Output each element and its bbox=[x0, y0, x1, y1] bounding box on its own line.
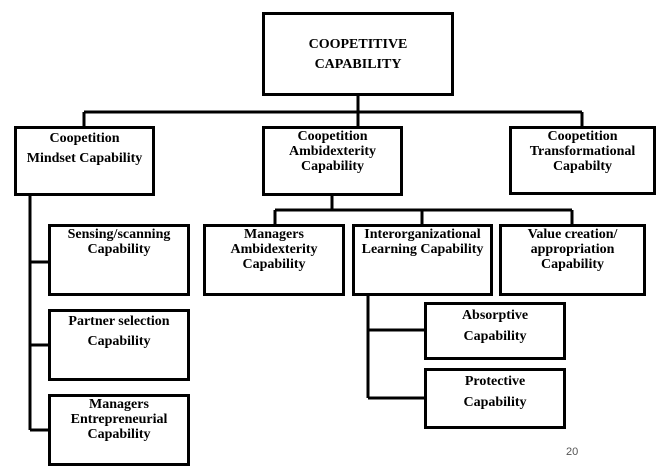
mindset-capability-label: Coopetition Mindset Capability bbox=[26, 131, 143, 166]
ambidexterity-capability-node: Coopetition Ambidexterity Capability bbox=[262, 126, 403, 196]
ambidexterity-capability-label: Coopetition Ambidexterity Capability bbox=[288, 129, 377, 174]
value-creation-label: Value creation/ appropriation Capability bbox=[527, 227, 618, 272]
partner-selection-label: Partner selection Capability bbox=[68, 314, 170, 349]
page-number: 20 bbox=[566, 446, 579, 458]
value-creation-node: Value creation/ appropriation Capability bbox=[499, 224, 646, 296]
managers-entrepreneurial-node: Managers Entrepreneurial Capability bbox=[48, 394, 190, 466]
protective-capability-label: Protective Capability bbox=[463, 374, 527, 410]
managers-ambidexterity-node: Managers Ambidexterity Capability bbox=[203, 224, 345, 296]
sensing-scanning-node: Sensing/scanning Capability bbox=[48, 224, 190, 296]
root-node: COOPETITIVE CAPABILITY bbox=[262, 12, 454, 96]
partner-selection-node: Partner selection Capability bbox=[48, 309, 190, 381]
transformational-capability-node: Coopetition Transformational Capabilty bbox=[509, 126, 656, 195]
interorganizational-learning-label: Interorganizational Learning Capability bbox=[361, 227, 484, 257]
managers-ambidexterity-label: Managers Ambidexterity Capability bbox=[230, 227, 318, 272]
absorptive-capability-node: Absorptive Capability bbox=[424, 302, 566, 360]
transformational-capability-label: Coopetition Transformational Capabilty bbox=[529, 129, 636, 174]
protective-capability-node: Protective Capability bbox=[424, 368, 566, 429]
mindset-capability-node: Coopetition Mindset Capability bbox=[14, 126, 155, 196]
absorptive-capability-label: Absorptive Capability bbox=[461, 308, 529, 344]
interorganizational-learning-node: Interorganizational Learning Capability bbox=[352, 224, 493, 296]
root-node-label: COOPETITIVE CAPABILITY bbox=[308, 37, 408, 72]
sensing-scanning-label: Sensing/scanning Capability bbox=[67, 227, 171, 257]
managers-entrepreneurial-label: Managers Entrepreneurial Capability bbox=[70, 397, 168, 442]
